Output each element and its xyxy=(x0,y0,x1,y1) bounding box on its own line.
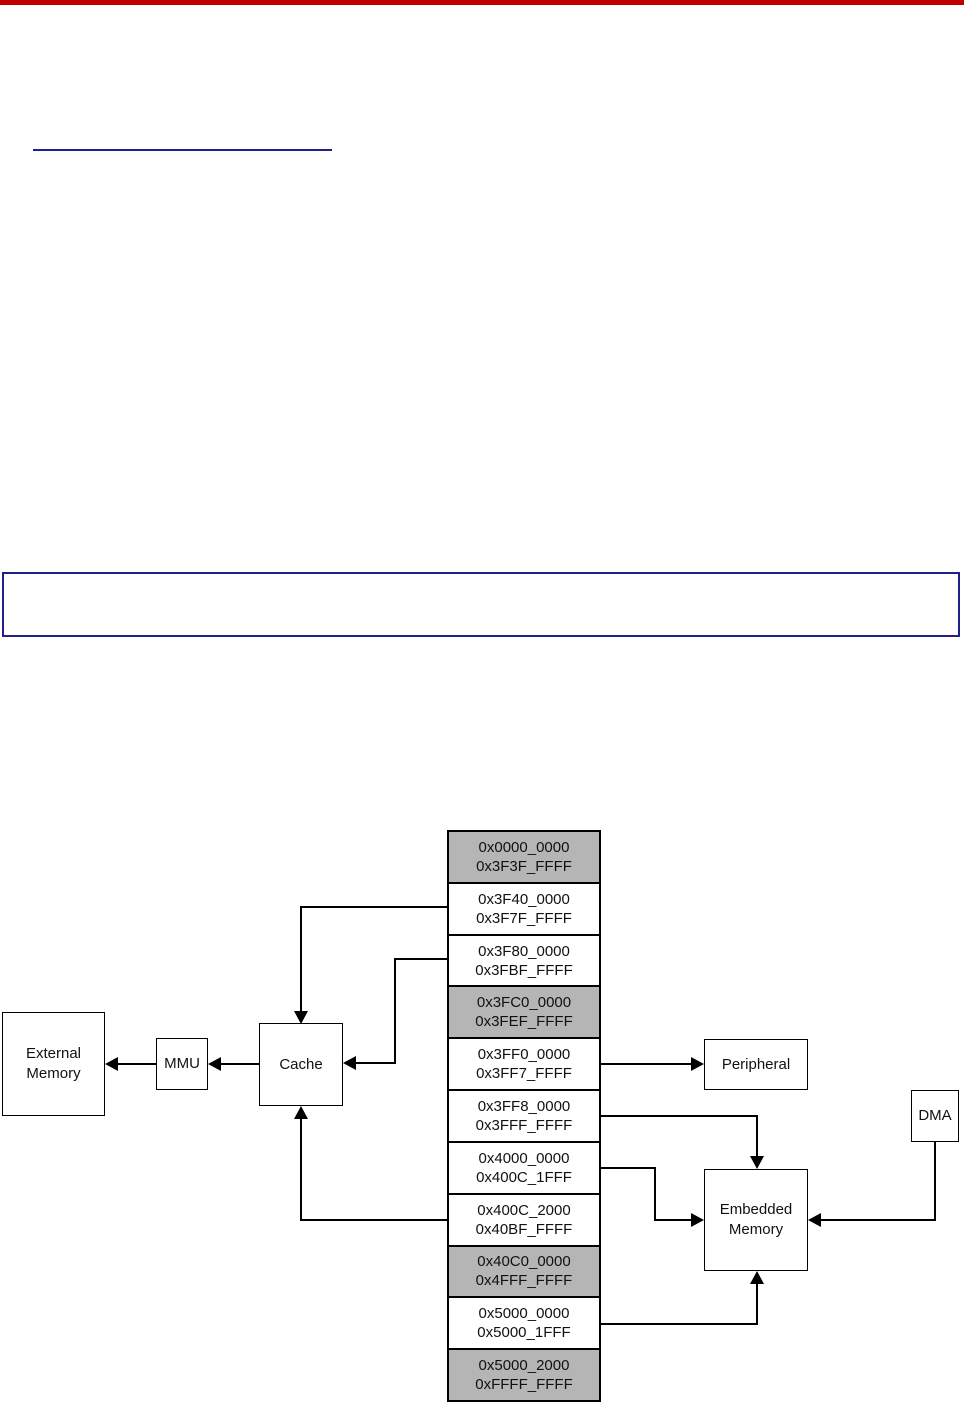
block-external-memory: External Memory xyxy=(2,1012,105,1116)
cell-end-address: 0x3FF7_FFFF xyxy=(476,1065,572,1083)
cell-end-address: 0x3F3F_FFFF xyxy=(476,857,572,875)
arrowhead-down-icon xyxy=(294,1011,308,1024)
cell-start-address: 0x3F40_0000 xyxy=(478,890,570,908)
connector-line xyxy=(394,958,396,1064)
cell-end-address: 0x40BF_FFFF xyxy=(475,1220,573,1238)
arrowhead-right-icon xyxy=(691,1057,704,1071)
memory-cell: 0x400C_2000 0x40BF_FFFF xyxy=(449,1195,599,1247)
memory-cell: 0x0000_0000 0x3F3F_FFFF xyxy=(449,832,599,884)
connector-line xyxy=(756,1115,758,1158)
arrowhead-up-icon xyxy=(294,1106,308,1119)
connector-line xyxy=(354,1062,396,1064)
connector-line xyxy=(300,1219,447,1221)
block-mmu: MMU xyxy=(156,1038,208,1090)
connector-line xyxy=(300,1117,302,1221)
memory-cell: 0x5000_0000 0x5000_1FFF xyxy=(449,1298,599,1351)
connector-line xyxy=(601,1063,692,1065)
connector-line xyxy=(756,1283,758,1325)
connector-line xyxy=(220,1063,259,1065)
connector-line xyxy=(117,1063,156,1065)
cell-end-address: 0xFFFF_FFFF xyxy=(475,1376,573,1394)
connector-line xyxy=(601,1167,656,1169)
memory-cell: 0x3F40_0000 0x3F7F_FFFF xyxy=(449,884,599,936)
memory-cell: 0x3F80_0000 0x3FBF_FFFF xyxy=(449,936,599,988)
connector-line xyxy=(394,958,447,960)
cell-start-address: 0x5000_2000 xyxy=(478,1357,570,1375)
memory-address-column: 0x0000_0000 0x3F3F_FFFF 0x3F40_0000 0x3F… xyxy=(447,830,601,1402)
cell-start-address: 0x3FF8_0000 xyxy=(477,1097,571,1115)
memory-cell: 0x3FC0_0000 0x3FEF_FFFF xyxy=(449,987,599,1040)
arrowhead-down-icon xyxy=(750,1156,764,1169)
connector-line xyxy=(300,906,447,908)
cell-end-address: 0x4FFF_FFFF xyxy=(475,1272,573,1290)
cell-end-address: 0x3F7F_FFFF xyxy=(476,909,572,927)
block-label: Embedded Memory xyxy=(719,1201,793,1238)
cell-start-address: 0x3F80_0000 xyxy=(478,942,570,960)
cell-start-address: 0x3FC0_0000 xyxy=(476,994,572,1012)
block-peripheral: Peripheral xyxy=(704,1039,808,1090)
memory-cell: 0x40C0_0000 0x4FFF_FFFF xyxy=(449,1246,599,1299)
connector-line xyxy=(654,1167,656,1221)
connector-line xyxy=(654,1219,692,1221)
connector-line xyxy=(601,1115,758,1117)
block-embedded-memory: Embedded Memory xyxy=(704,1169,808,1271)
connector-line xyxy=(300,906,302,1011)
block-dma: DMA xyxy=(911,1090,959,1142)
cell-end-address: 0x3FBF_FFFF xyxy=(475,961,573,979)
cell-start-address: 0x5000_0000 xyxy=(478,1305,570,1323)
block-label: External Memory xyxy=(25,1045,82,1082)
connector-line xyxy=(934,1142,936,1221)
arrowhead-left-icon xyxy=(208,1057,221,1071)
cell-end-address: 0x5000_1FFF xyxy=(477,1324,571,1342)
block-label: Cache xyxy=(279,1055,323,1073)
cell-start-address: 0x4000_0000 xyxy=(478,1149,570,1167)
page-header-rule xyxy=(0,0,964,5)
memory-cell: 0x3FF8_0000 0x3FFF_FFFF xyxy=(449,1091,599,1143)
connector-line xyxy=(601,1323,758,1325)
cell-start-address: 0x3FF0_0000 xyxy=(477,1046,571,1064)
cell-start-address: 0x0000_0000 xyxy=(478,838,570,856)
block-label: MMU xyxy=(164,1055,200,1072)
cell-end-address: 0x400C_1FFF xyxy=(476,1168,572,1186)
arrowhead-left-icon xyxy=(343,1056,356,1070)
memory-cell: 0x3FF0_0000 0x3FF7_FFFF xyxy=(449,1039,599,1092)
memory-cell: 0x5000_2000 0xFFFF_FFFF xyxy=(449,1350,599,1400)
cell-end-address: 0x3FFF_FFFF xyxy=(475,1116,573,1134)
arrowhead-left-icon xyxy=(105,1057,118,1071)
cell-start-address: 0x40C0_0000 xyxy=(477,1253,571,1271)
arrowhead-up-icon xyxy=(750,1271,764,1284)
arrowhead-left-icon xyxy=(808,1213,821,1227)
block-cache: Cache xyxy=(259,1023,343,1106)
cell-end-address: 0x3FEF_FFFF xyxy=(475,1013,573,1031)
note-callout-box xyxy=(2,572,960,637)
cell-start-address: 0x400C_2000 xyxy=(477,1201,571,1219)
block-label: Peripheral xyxy=(721,1055,791,1073)
hyperlink-underline[interactable] xyxy=(33,149,332,151)
memory-cell: 0x4000_0000 0x400C_1FFF xyxy=(449,1143,599,1195)
arrowhead-right-icon xyxy=(691,1213,704,1227)
block-label: DMA xyxy=(918,1107,952,1124)
connector-line xyxy=(820,1219,936,1221)
